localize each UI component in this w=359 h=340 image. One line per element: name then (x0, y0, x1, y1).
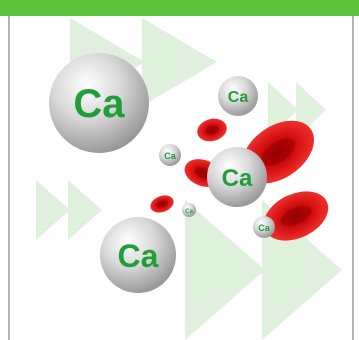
calcium-sphere-icon (159, 144, 181, 166)
ca-symbol-label: Ca (228, 89, 249, 106)
chevron-arrow-icon (185, 200, 265, 340)
calcium-sphere-large: Ca (49, 53, 149, 153)
red-blood-cell-icon (150, 195, 174, 213)
red-blood-cells (150, 118, 329, 241)
calcium-sphere-icon (253, 216, 275, 238)
calcium-sphere-icon (100, 217, 176, 293)
ca-symbol-label: Ca (73, 82, 125, 126)
chevron-arrow-icon (268, 82, 298, 138)
ca-symbol-label: Ca (164, 151, 176, 161)
red-blood-cell-icon (197, 118, 227, 142)
calcium-sphere-icon (207, 147, 267, 207)
chevron-arrow-icon (36, 180, 70, 240)
red-blood-cell-icon (263, 191, 329, 241)
calcium-sphere-icon (49, 53, 149, 153)
chevron-arrow-icon (142, 18, 217, 106)
calcium-sphere-small-right: Ca (253, 216, 275, 238)
calcium-sphere-tiny: Ca (182, 203, 196, 217)
ca-symbol-label: Ca (258, 223, 270, 233)
calcium-sphere-bottom-left: Ca (100, 217, 176, 293)
calcium-spheres: Ca Ca Ca Ca Ca Ca (49, 53, 275, 293)
ca-symbol-label: Ca (118, 238, 159, 274)
calcium-sphere-center: Ca (207, 147, 267, 207)
ca-symbol-label: Ca (185, 209, 193, 215)
chevron-arrow-icon (68, 180, 102, 240)
calcium-sphere-top-right: Ca (218, 76, 258, 116)
calcium-sphere-icon (218, 76, 258, 116)
top-bar (0, 0, 359, 16)
ca-symbol-label: Ca (222, 165, 253, 192)
calcium-sphere-icon (182, 203, 196, 217)
calcium-sphere-small-left: Ca (159, 144, 181, 166)
